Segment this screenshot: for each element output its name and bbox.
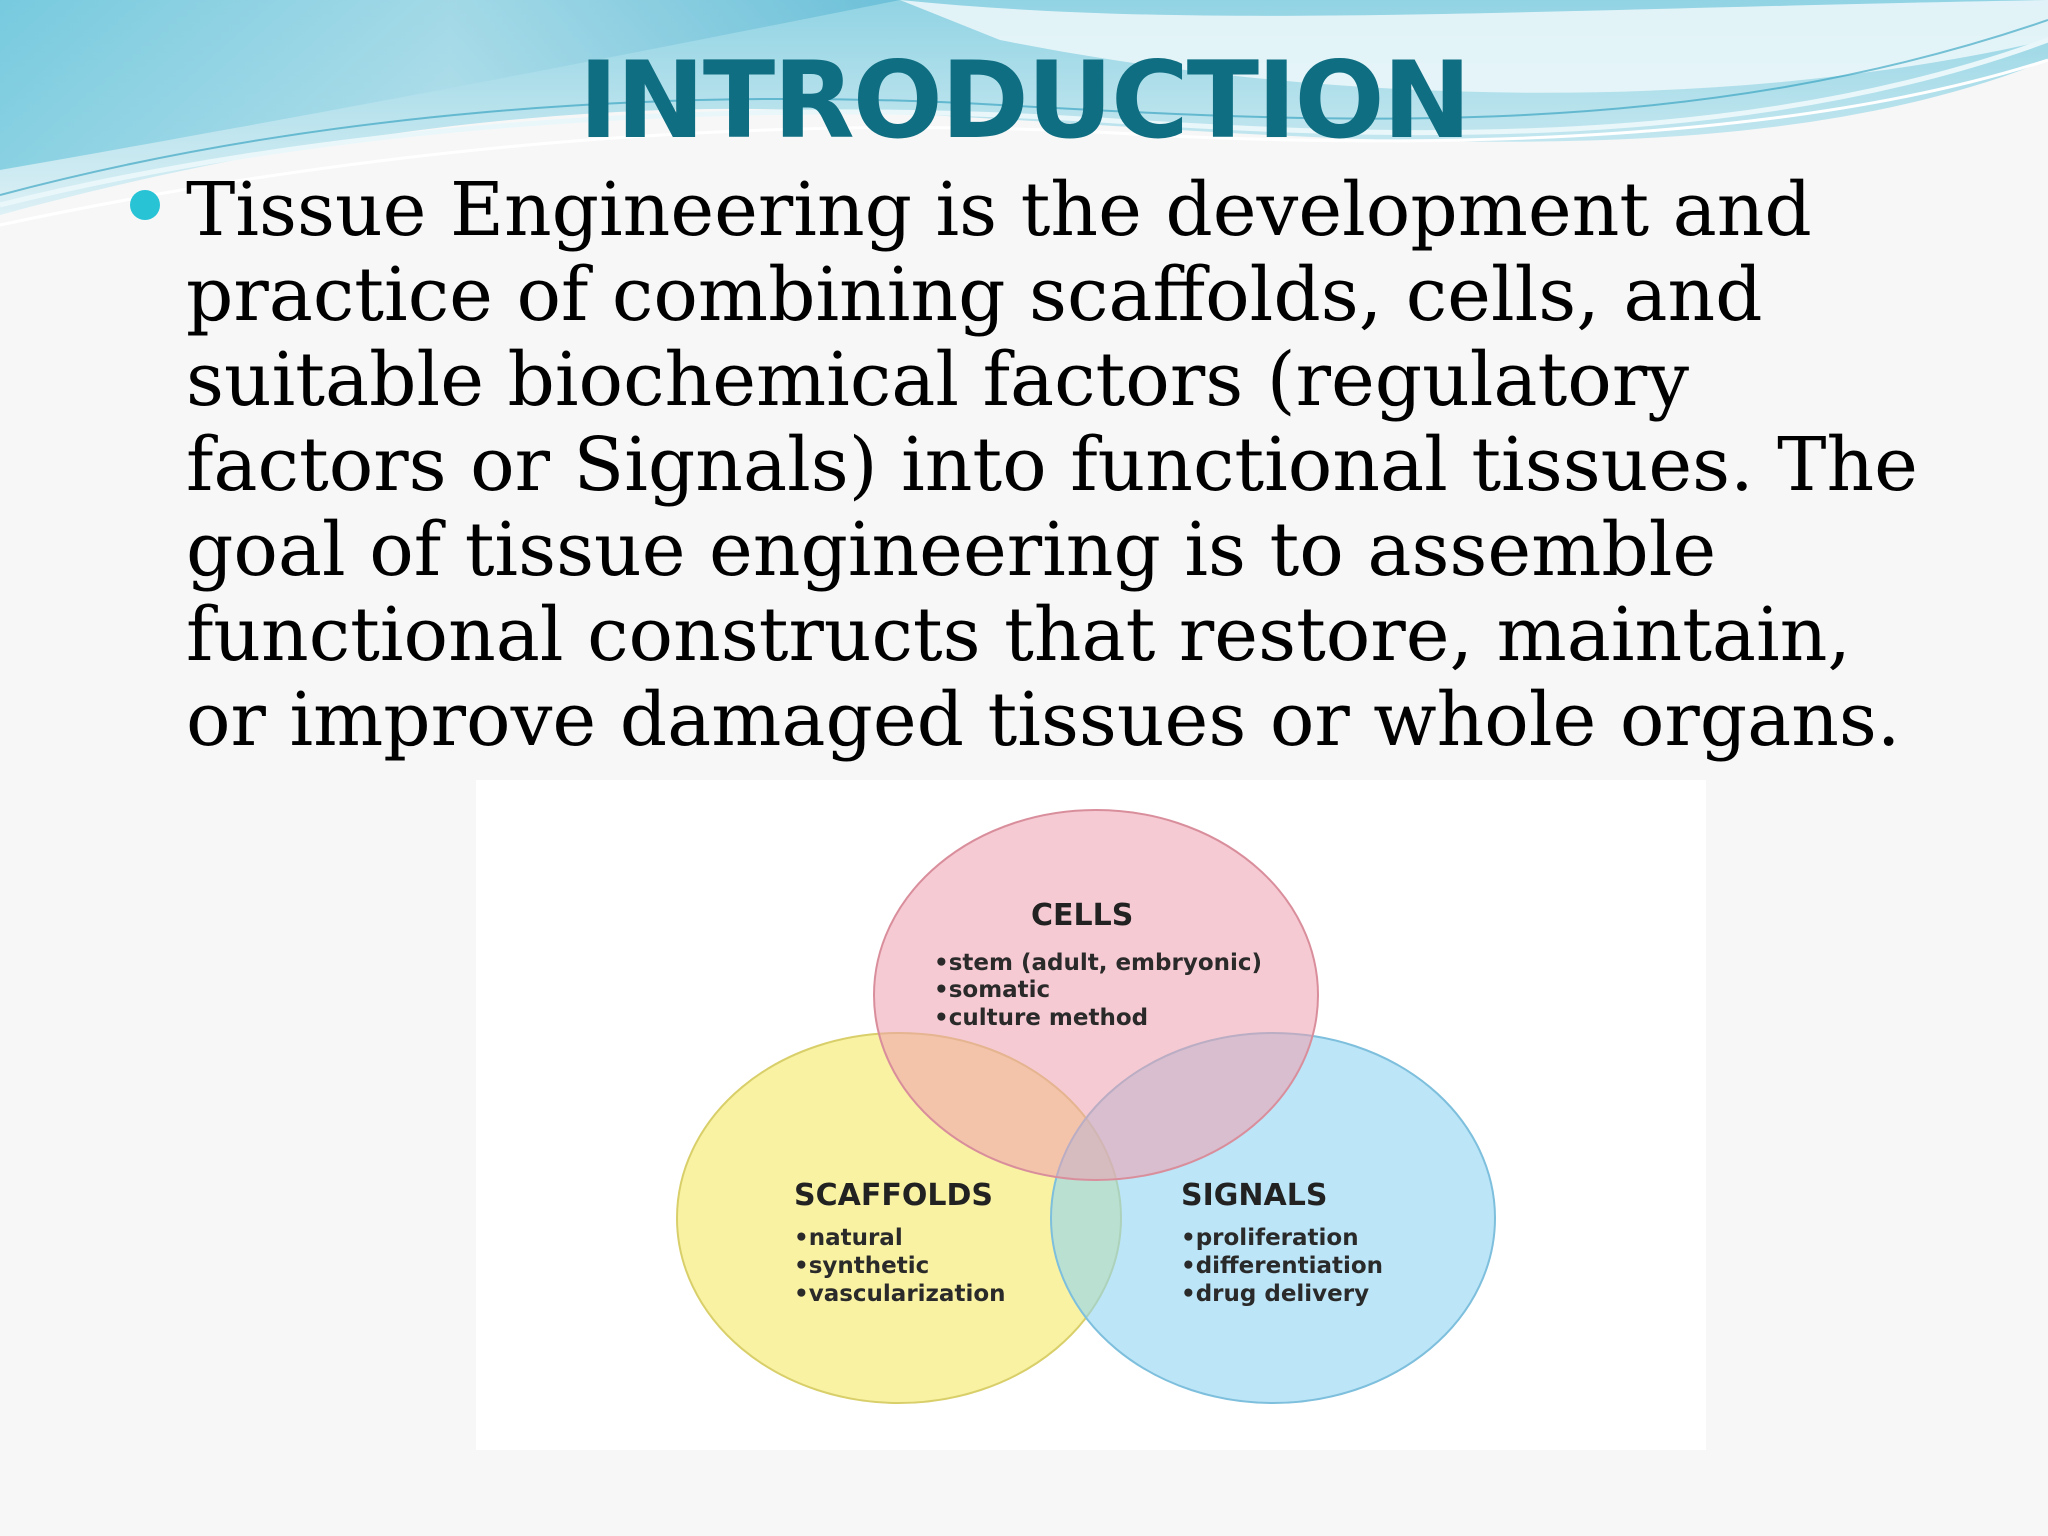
signals-heading: SIGNALS (1181, 1178, 1327, 1213)
signals-item: •proliferation (1181, 1225, 1359, 1251)
bullet-dot-icon (130, 190, 160, 220)
introduction-paragraph: Tissue Engineering is the development an… (186, 168, 1986, 763)
scaffolds-item: •vascularization (794, 1281, 1006, 1307)
cells-item: •culture method (934, 1005, 1148, 1031)
signals-item: •differentiation (1181, 1253, 1383, 1279)
cells-item: •somatic (934, 977, 1050, 1003)
cells-circle (873, 809, 1319, 1181)
paragraph-line: practice of combining scaffolds, cells, … (186, 252, 1763, 338)
scaffolds-item: •synthetic (794, 1253, 929, 1279)
scaffolds-item: •natural (794, 1225, 903, 1251)
paragraph-line: suitable biochemical factors (regulatory (186, 337, 1690, 423)
slide-title: INTRODUCTION (578, 39, 1472, 162)
signals-item: •drug delivery (1181, 1281, 1369, 1307)
header-wave-decoration (0, 0, 2048, 227)
paragraph-line: factors or Signals) into functional tiss… (186, 422, 1918, 508)
paragraph-line: Tissue Engineering is the development an… (186, 167, 1812, 253)
scaffolds-heading: SCAFFOLDS (794, 1178, 993, 1213)
cells-item: •stem (adult, embryonic) (934, 950, 1262, 976)
paragraph-line: or improve damaged tissues or whole orga… (186, 677, 1901, 763)
paragraph-line: goal of tissue engineering is to assembl… (186, 507, 1717, 593)
paragraph-line: functional constructs that restore, main… (186, 592, 1851, 678)
venn-svg: CELLS •stem (adult, embryonic) •somatic … (676, 809, 1496, 1404)
tissue-engineering-venn-diagram: CELLS •stem (adult, embryonic) •somatic … (476, 780, 1706, 1450)
cells-heading: CELLS (1031, 898, 1133, 933)
